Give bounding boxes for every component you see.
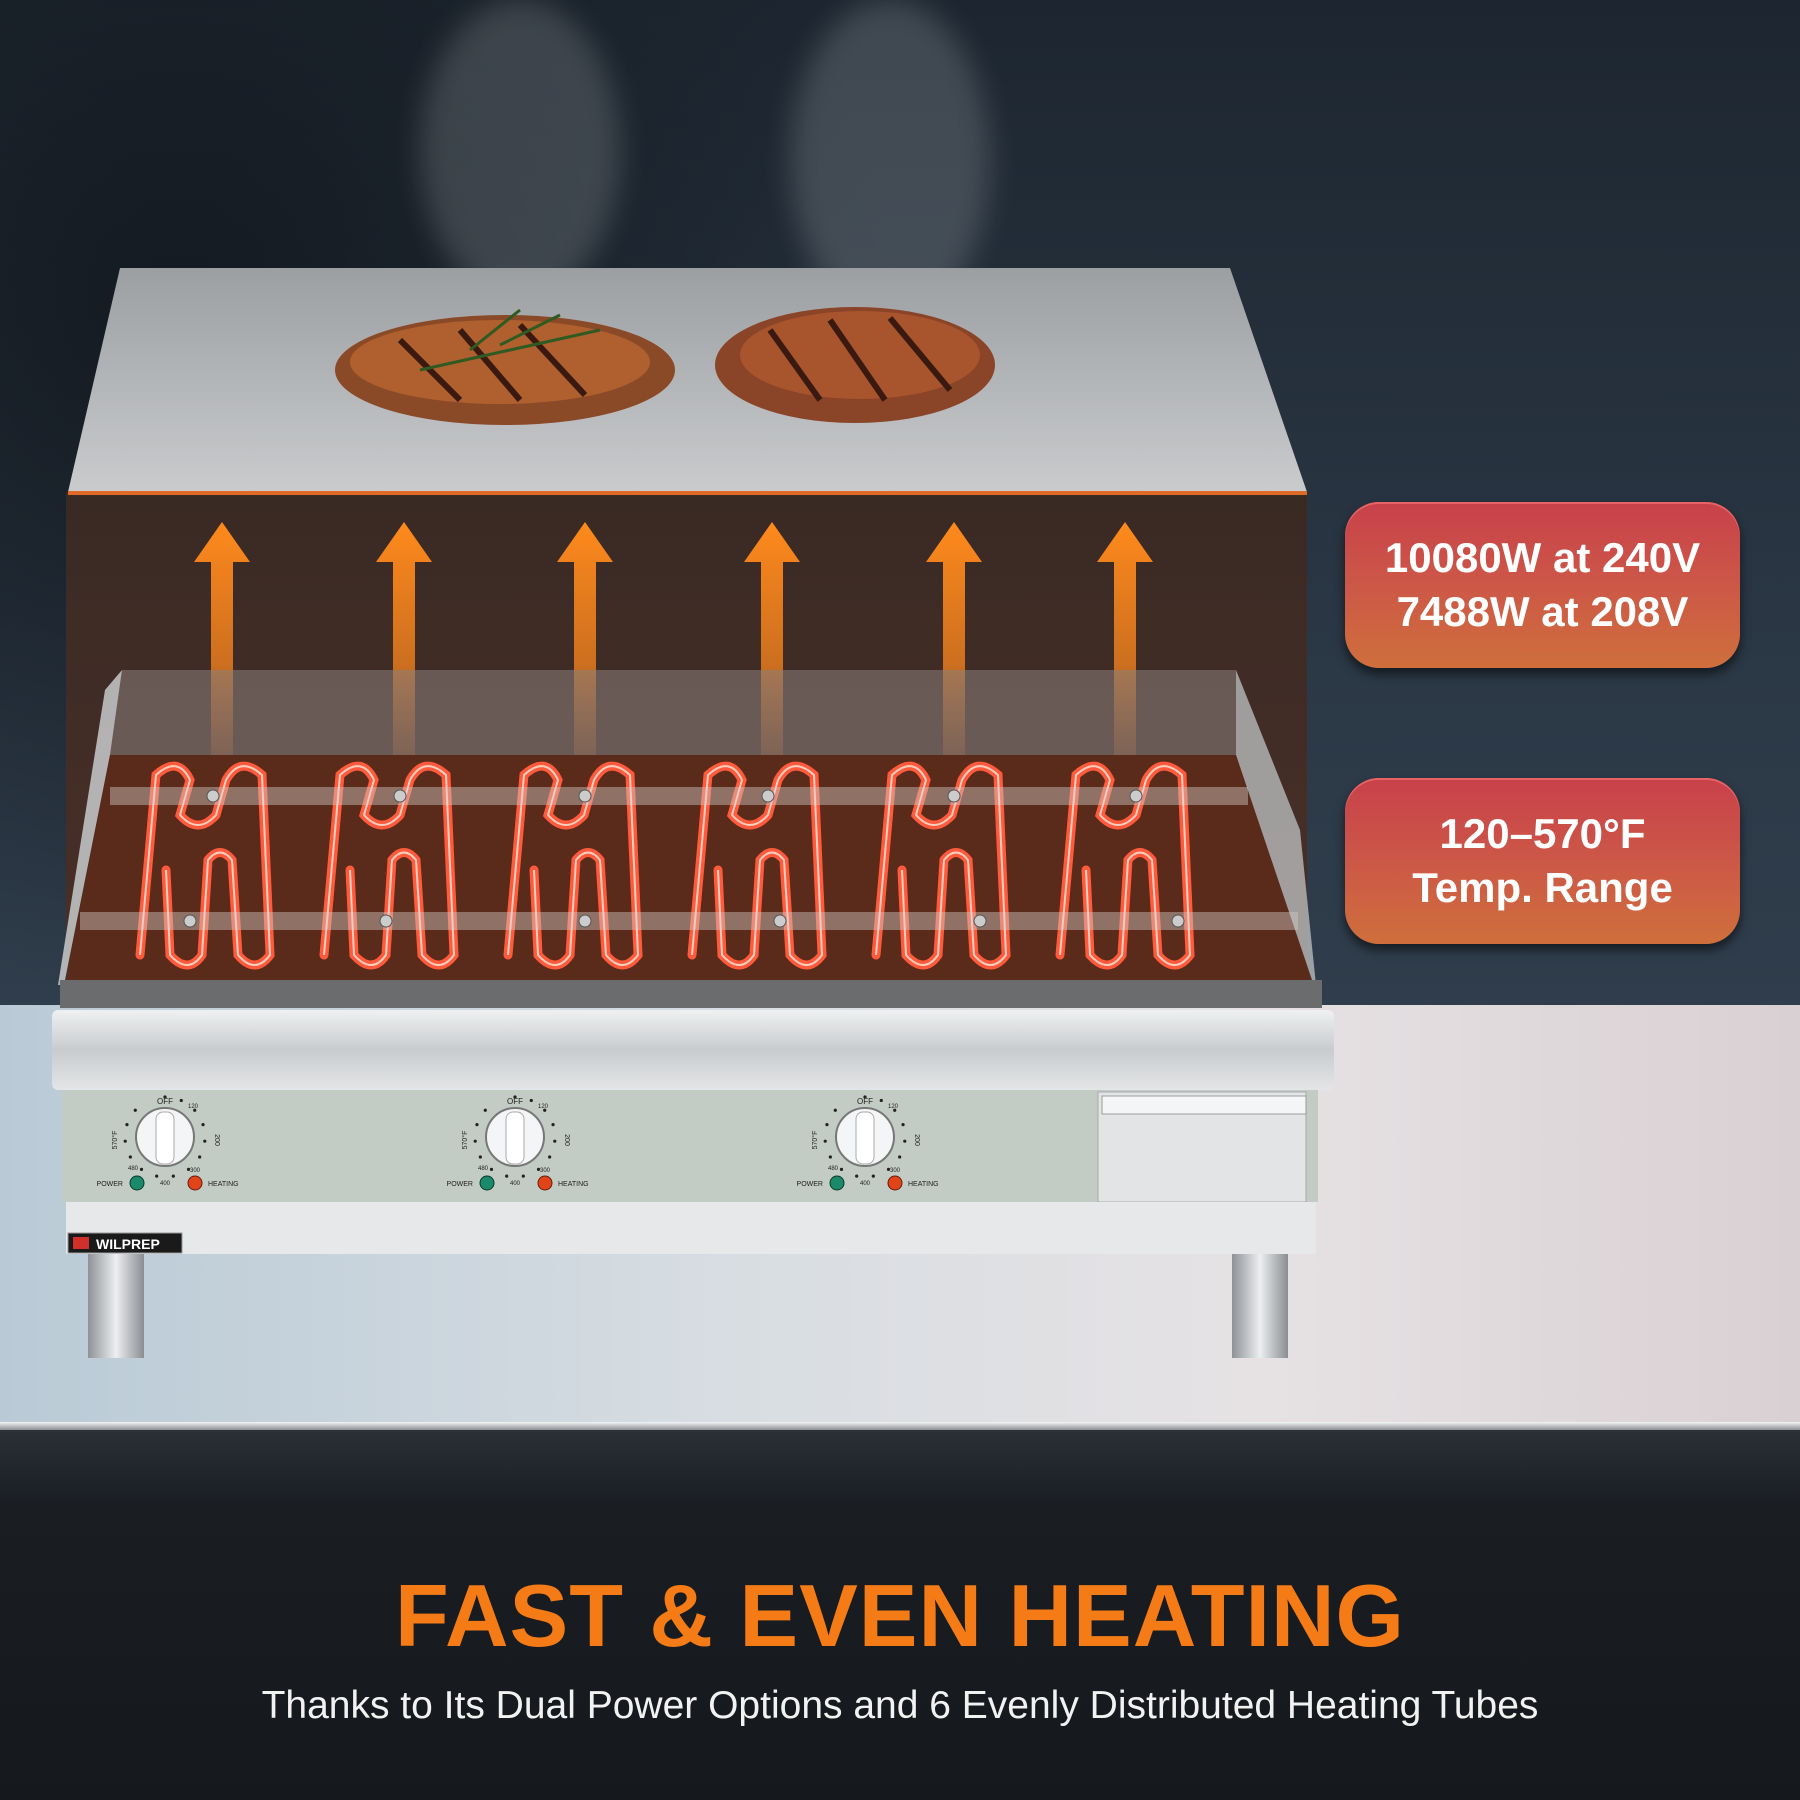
power-indicator-icon — [829, 1175, 845, 1191]
bolt-icon — [578, 914, 592, 928]
svg-text:400: 400 — [160, 1181, 171, 1187]
heat-arrow-icon — [557, 522, 613, 760]
base-strip — [66, 1202, 1316, 1254]
bolt-icon — [183, 914, 197, 928]
knob-off-label: OFF — [857, 1097, 873, 1106]
bolt-icon — [973, 914, 987, 928]
subheadline: Thanks to Its Dual Power Options and 6 E… — [261, 1684, 1539, 1727]
svg-text:120: 120 — [538, 1104, 549, 1110]
bolt-icon — [1129, 789, 1143, 803]
power-label: POWER — [447, 1181, 473, 1188]
leg-right — [1232, 1254, 1288, 1358]
heating-indicator-icon — [187, 1175, 203, 1191]
headline: FAST & EVEN HEATING — [395, 1566, 1405, 1665]
leg-left — [88, 1254, 144, 1358]
svg-text:300: 300 — [890, 1168, 901, 1174]
svg-text:480: 480 — [828, 1166, 839, 1172]
svg-text:200: 200 — [563, 1134, 570, 1146]
heating-tubes — [135, 761, 1195, 970]
heating-indicator-icon — [887, 1175, 903, 1191]
temperature-label: Temp. Range — [1412, 864, 1673, 911]
svg-text:570°F: 570°F — [111, 1131, 119, 1150]
temperature-knob-2[interactable]: OFF 570°F 200 120 300 400 480 — [461, 1095, 570, 1187]
support-bolts — [183, 789, 1185, 928]
drawer-handle[interactable] — [1101, 1095, 1307, 1115]
support-bar-top — [110, 787, 1248, 805]
griddle-lip — [60, 980, 1322, 1008]
heating-label: HEATING — [558, 1181, 589, 1188]
rosemary-icon — [419, 308, 601, 372]
steak-left — [335, 308, 675, 425]
temperature-range: 120–570°F — [1439, 810, 1646, 857]
svg-text:300: 300 — [190, 1168, 201, 1174]
svg-text:120: 120 — [188, 1104, 199, 1110]
bolt-icon — [379, 914, 393, 928]
heat-arrows — [194, 522, 1153, 760]
bolt-icon — [761, 789, 775, 803]
svg-text:200: 200 — [913, 1134, 920, 1146]
tray-side-left — [58, 670, 122, 985]
heating-label: HEATING — [908, 1181, 939, 1188]
power-indicator-icon — [479, 1175, 495, 1191]
svg-text:120: 120 — [888, 1104, 899, 1110]
heat-arrow-icon — [194, 522, 250, 760]
power-badge: 10080W at 240V 7488W at 208V — [1345, 502, 1740, 668]
bolt-icon — [1171, 914, 1185, 928]
heating-label: HEATING — [208, 1181, 239, 1188]
countertop-edge — [0, 1422, 1800, 1430]
tray-side-right — [1236, 670, 1316, 985]
svg-text:300: 300 — [540, 1168, 551, 1174]
svg-text:WILPREP: WILPREP — [96, 1236, 160, 1252]
bolt-icon — [773, 914, 787, 928]
heat-arrow-icon — [1097, 522, 1153, 760]
svg-text:570°F: 570°F — [461, 1131, 469, 1150]
bolt-icon — [578, 789, 592, 803]
svg-text:570°F: 570°F — [811, 1131, 819, 1150]
power-label: POWER — [797, 1181, 823, 1188]
brand-logo: WILPREP — [67, 1232, 183, 1254]
tray-backsplash — [110, 670, 1236, 755]
svg-text:200: 200 — [213, 1134, 220, 1146]
support-bar-bottom — [80, 912, 1298, 930]
power-label: POWER — [97, 1181, 123, 1188]
svg-text:480: 480 — [128, 1166, 139, 1172]
caption-band — [0, 1430, 1800, 1800]
temperature-badge: 120–570°F Temp. Range — [1345, 778, 1740, 944]
bolt-icon — [206, 789, 220, 803]
svg-text:480: 480 — [478, 1166, 489, 1172]
power-208v: 7488W at 208V — [1396, 588, 1689, 635]
power-indicator-icon — [129, 1175, 145, 1191]
temperature-knob-3[interactable]: OFF 570°F 200 120 300 400 480 — [811, 1095, 920, 1187]
heat-arrow-icon — [744, 522, 800, 760]
bolt-icon — [947, 789, 961, 803]
steak-right — [715, 307, 995, 423]
temperature-knob-1[interactable]: OFF 570°F 200 120 300 400 480 — [111, 1095, 220, 1187]
heat-arrow-icon — [376, 522, 432, 760]
bolt-icon — [393, 789, 407, 803]
svg-text:400: 400 — [860, 1181, 871, 1187]
steam-left — [420, 0, 620, 300]
heat-arrow-icon — [926, 522, 982, 760]
front-rail — [52, 1010, 1334, 1090]
griddle-plate — [68, 268, 1307, 492]
knob-off-label: OFF — [157, 1097, 173, 1106]
knob-off-label: OFF — [507, 1097, 523, 1106]
steam-right — [790, 0, 990, 320]
svg-text:400: 400 — [510, 1181, 521, 1187]
heating-indicator-icon — [537, 1175, 553, 1191]
power-240v: 10080W at 240V — [1384, 534, 1701, 581]
